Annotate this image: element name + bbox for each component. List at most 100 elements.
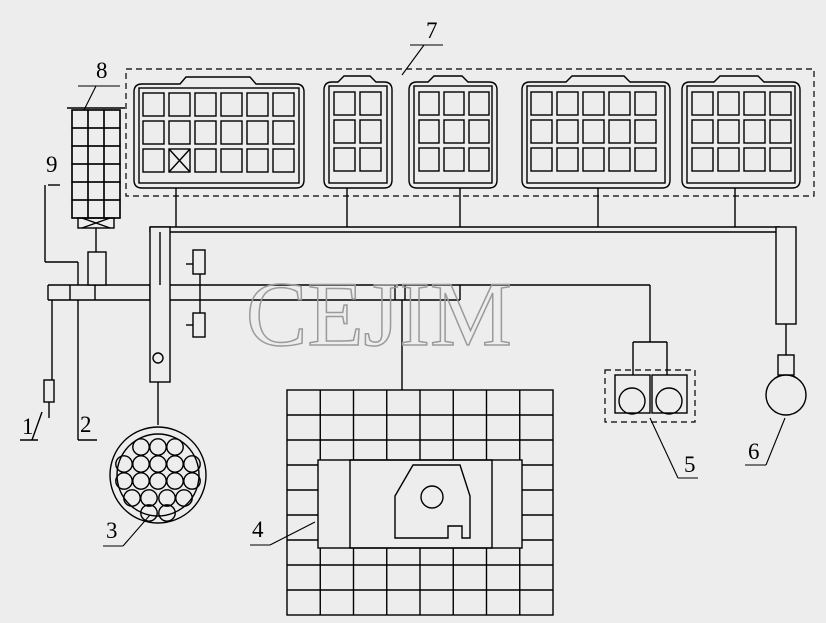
relay-cell [87, 127, 105, 147]
connector-cavity [769, 91, 792, 116]
relay-cell [103, 109, 121, 129]
label-2: 2 [80, 412, 92, 437]
connector-cavity [608, 91, 631, 116]
connector-cavity [717, 91, 740, 116]
fuse-box-4 [286, 300, 554, 616]
connector-cavity [468, 119, 490, 144]
upper-trunk [149, 188, 780, 233]
connector-pin [158, 489, 176, 507]
connector-cavity [246, 92, 269, 117]
connector-cavity [418, 91, 440, 116]
label-1: 1 [22, 414, 34, 439]
connector-cavity [443, 147, 465, 172]
connector-cavity [220, 148, 243, 173]
connector-cavity [608, 147, 631, 172]
connector-cavity [556, 119, 579, 144]
connector-pin [140, 504, 158, 522]
connector-pin [158, 504, 176, 522]
watermark-text: CEJIM [246, 263, 512, 365]
connector-b [323, 75, 393, 189]
label-6: 6 [748, 439, 760, 464]
label-5: 5 [684, 452, 696, 477]
connector-cavity [530, 91, 553, 116]
relay-cell [87, 181, 105, 201]
connector-e [681, 75, 801, 189]
connector-cavity [582, 91, 605, 116]
connector-cavity [582, 147, 605, 172]
connector-d [521, 75, 671, 189]
connector-cavity [418, 119, 440, 144]
connector-pin [166, 455, 184, 473]
inline-connectors [186, 249, 206, 338]
connector-cavity [168, 148, 191, 173]
relay-cell [103, 181, 121, 201]
connector-cavity [333, 147, 356, 172]
relay-cell [87, 145, 105, 165]
relay-cell [87, 163, 105, 183]
connector-cavity [272, 92, 295, 117]
connector-cavity [246, 148, 269, 173]
connector-cavity [333, 91, 356, 116]
relay-cell [103, 199, 121, 219]
connector-pin [132, 438, 150, 456]
connector-pin [115, 472, 133, 490]
connector-cavity [194, 148, 217, 173]
connector-cavity [717, 147, 740, 172]
connector-cavity [691, 91, 714, 116]
leader-lines [78, 44, 786, 547]
connector-pin [132, 472, 150, 490]
connector-cavity [717, 119, 740, 144]
connector-cavity [168, 92, 191, 117]
branch-5 [604, 285, 696, 423]
connector-cavity [272, 148, 295, 173]
connector-pin [183, 472, 201, 490]
label-3: 3 [106, 518, 118, 543]
connector-cavity [272, 120, 295, 145]
connector-cavity [556, 147, 579, 172]
connector-pin [175, 489, 193, 507]
connector-cavity [443, 119, 465, 144]
relay-cell [103, 127, 121, 147]
connector-cavity [691, 119, 714, 144]
label-7: 7 [426, 18, 438, 43]
connector-pin [149, 438, 167, 456]
relay-cell [87, 199, 105, 219]
relay-cell [103, 163, 121, 183]
connector-cavity [769, 147, 792, 172]
connector-pin [166, 438, 184, 456]
relay-cell [71, 163, 89, 183]
branch-6 [765, 226, 807, 416]
connector-cavity [634, 91, 657, 116]
connector-pin [149, 472, 167, 490]
connector-pin [140, 489, 158, 507]
relay-cell [71, 181, 89, 201]
relay-block-8 [67, 107, 125, 286]
connector-group-7-frame [125, 68, 815, 197]
connector-cavity [634, 119, 657, 144]
connector-cavity [743, 147, 766, 172]
connector-cavity [142, 120, 165, 145]
relay-cell [103, 145, 121, 165]
harness-3 [149, 226, 171, 425]
relay-cell [71, 199, 89, 219]
connector-cavity [743, 91, 766, 116]
label-4: 4 [252, 517, 264, 542]
branch-1 [20, 300, 55, 441]
connector-a [133, 76, 305, 189]
connector-cavity [530, 119, 553, 144]
connector-cavity [769, 119, 792, 144]
connector-cavity [468, 147, 490, 172]
connector-cavity [220, 120, 243, 145]
connector-cavity [468, 91, 490, 116]
connector-cavity [743, 119, 766, 144]
connector-c [408, 75, 498, 189]
connector-cavity [556, 91, 579, 116]
connector-cavity [634, 147, 657, 172]
relay-cell [71, 127, 89, 147]
label-9: 9 [46, 152, 58, 177]
connector-cavity [246, 120, 269, 145]
connector-cavity [530, 147, 553, 172]
branch-9-2 [44, 184, 97, 441]
